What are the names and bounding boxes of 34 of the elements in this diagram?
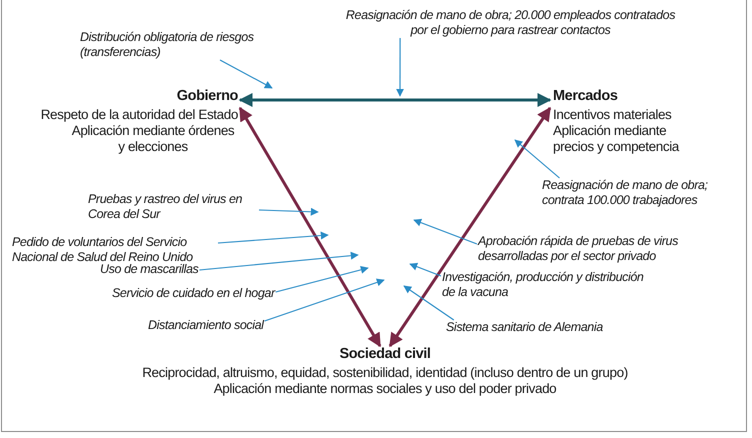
- annotation-text: Reasignación de mano de obra; 20.000 empleados contratados por el gobierno para rastrear contactos: [338, 8, 683, 38]
- actor-description: Aplicación mediante precios y competencia: [553, 123, 680, 155]
- annotation-text: Distanciamiento social: [148, 318, 264, 333]
- actor-description: Reciprocidad, altruismo, equidad, sostenibilidad, identidad (incluso dentro de un grupo): [141, 365, 629, 381]
- actor-heading: Gobierno: [176, 88, 238, 104]
- leader-line: [514, 139, 560, 178]
- actor-description: Aplicación mediante normas sociales y uso del poder privado: [212, 381, 558, 397]
- leader-line: [220, 60, 273, 88]
- leader-line: [218, 232, 329, 244]
- actor-description: Respeto de la autoridad del Estado: [40, 107, 238, 123]
- leader-line: [413, 218, 478, 245]
- double-arrow: [238, 93, 552, 107]
- leader-line: [258, 208, 319, 216]
- actor-heading: Mercados: [553, 88, 618, 104]
- annotation-text: Distribución obligatoria de riesgos (transferencias): [80, 30, 280, 60]
- actor-description: Aplicación mediante órdenes y elecciones: [70, 123, 236, 155]
- actor-description: Incentivos materiales: [553, 107, 672, 123]
- annotation-text: Reasignación de mano de obra; contrata 100.000 trabajadores: [542, 178, 717, 208]
- annotation-text: Investigación, producción y distribución de la vacuna: [442, 270, 657, 300]
- leader-line: [199, 252, 359, 271]
- double-arrow: [238, 106, 382, 348]
- annotation-text: Sistema sanitario de Alemania: [446, 320, 603, 335]
- actor-heading: Sociedad civil: [338, 346, 432, 362]
- leader-line: [264, 278, 385, 322]
- leader-line: [276, 266, 369, 293]
- annotation-text: Servicio de cuidado en el hogar: [112, 286, 275, 301]
- double-arrow: [388, 106, 552, 348]
- annotation-text: Pedido de voluntarios del Servicio Nacional de Salud del Reino Unido: [12, 235, 217, 265]
- annotation-text: Aprobación rápida de pruebas de virus desarrolladas por el sector privado: [478, 234, 718, 264]
- leader-line: [403, 286, 454, 320]
- annotation-text: Pruebas y rastreo del virus en Corea del Sur: [88, 192, 258, 222]
- leader-line: [396, 38, 404, 97]
- leader-line: [409, 262, 442, 277]
- annotation-text: Uso de mascarillas: [100, 262, 198, 277]
